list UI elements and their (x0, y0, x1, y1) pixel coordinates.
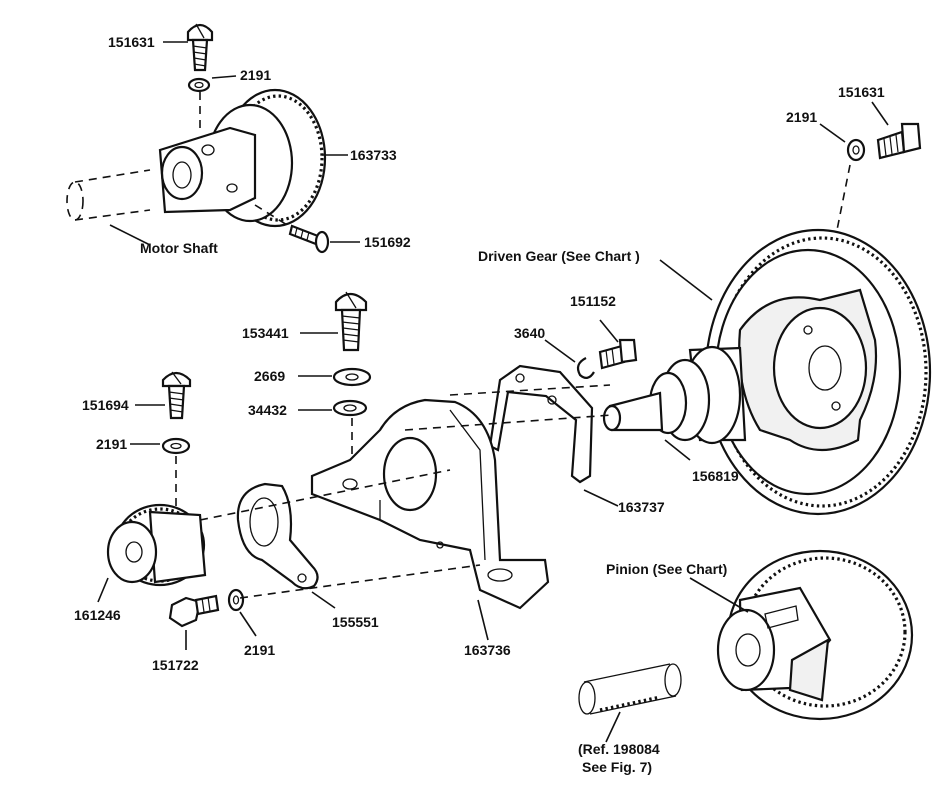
label-see-fig-7: See Fig. 7) (582, 759, 652, 775)
washer-2191-bottom (227, 588, 245, 612)
label-153441: 153441 (242, 325, 289, 341)
label-pinion: Pinion (See Chart) (606, 561, 727, 577)
screw-151152 (598, 338, 638, 370)
clip-3640 (576, 357, 595, 379)
washer-2191-top (187, 77, 211, 93)
pin-198084 (578, 663, 682, 715)
screw-151631-right (876, 122, 922, 160)
label-driven-gear: Driven Gear (See Chart ) (478, 248, 640, 264)
label-155551: 155551 (332, 614, 379, 630)
label-156819: 156819 (692, 468, 739, 484)
shaft-assembly-156819 (602, 345, 747, 445)
label-2191-left: 2191 (96, 436, 127, 452)
label-163733: 163733 (350, 147, 397, 163)
setscrew-151692 (288, 224, 330, 254)
label-163736: 163736 (464, 642, 511, 658)
label-ref-198084: (Ref. 198084 (578, 741, 660, 757)
bracket-163736 (310, 398, 550, 610)
label-151631-top: 151631 (108, 34, 155, 50)
screw-153441 (334, 291, 368, 352)
label-161246: 161246 (74, 607, 121, 623)
washer-2191-left (161, 437, 191, 455)
label-151694: 151694 (82, 397, 129, 413)
label-151152: 151152 (570, 293, 616, 309)
label-151631-right: 151631 (838, 84, 885, 100)
label-2191-right: 2191 (786, 109, 817, 125)
label-151722: 151722 (152, 657, 199, 673)
screw-151722 (168, 594, 220, 628)
washer-2191-right (846, 138, 866, 162)
label-2191-bottom: 2191 (244, 642, 275, 658)
label-151692: 151692 (364, 234, 411, 250)
label-3640: 3640 (514, 325, 545, 341)
label-34432: 34432 (248, 402, 287, 418)
label-2191-top: 2191 (240, 67, 271, 83)
label-2669: 2669 (254, 368, 285, 384)
label-163737: 163737 (618, 499, 665, 515)
label-motor-shaft: Motor Shaft (140, 240, 218, 256)
gear-161246 (106, 503, 207, 587)
screw-151631-top (186, 23, 214, 72)
motor-shaft (66, 169, 151, 221)
washer-34432 (332, 399, 368, 417)
clamp-155551 (236, 482, 319, 590)
pinion (716, 549, 914, 721)
screw-151694 (161, 371, 192, 420)
bracket-163737 (488, 364, 594, 484)
pulley-163733 (158, 88, 327, 228)
washer-2669 (332, 367, 372, 387)
driven-gear (704, 228, 932, 516)
